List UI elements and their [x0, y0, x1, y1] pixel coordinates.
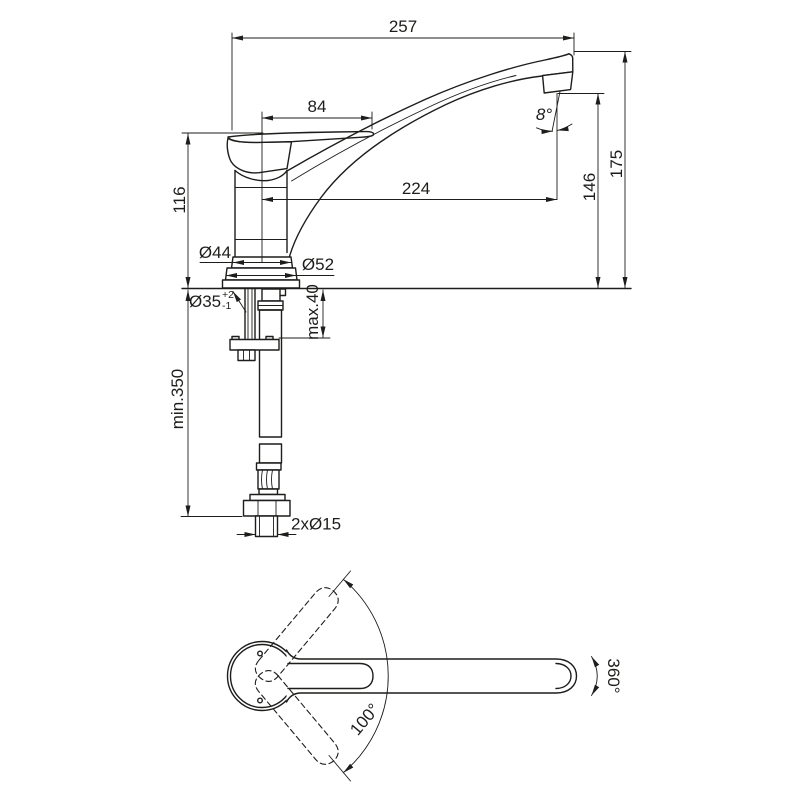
dim-handle-length: 84 [308, 97, 327, 116]
dim-counter-thickness: max.40 [303, 284, 322, 340]
spout-lower-edge [288, 75, 543, 258]
dim-handle-swivel: 100° [346, 700, 383, 739]
base-plate [224, 267, 298, 281]
aerator-block [541, 71, 574, 94]
threaded-shank [244, 288, 256, 341]
side-view: 257 84 224 8° 146 175 116 [168, 17, 632, 538]
spout-plan-inner-cap [555, 662, 572, 690]
cap-screw-dot-upper [257, 650, 264, 657]
dim-spout-rotation: 360° [604, 658, 623, 693]
dim-outlet-height: 146 [580, 173, 599, 201]
compression-nut-upper [249, 493, 286, 502]
dim-hole-tol-upper: +2 [222, 289, 234, 301]
dim-body-height: 116 [170, 186, 189, 213]
dim-total-height: 175 [607, 150, 626, 178]
swivel-extension-lower [328, 755, 351, 782]
braided-hose-upper [258, 309, 283, 438]
braided-hose-lower [258, 443, 283, 464]
spout-highlight [291, 75, 517, 182]
spout-head [541, 53, 574, 77]
below-deck-assembly [229, 288, 291, 538]
dim-base-diameter: Ø52 [302, 255, 334, 274]
lever-position-upper-dashed [254, 587, 339, 682]
base-ring [221, 279, 301, 289]
body-collar [234, 169, 288, 182]
top-view: 100° 360° [226, 570, 623, 782]
dim-supply-pipes: 2xØ15 [291, 515, 341, 534]
hose-neck [261, 288, 281, 302]
spout-upper-edge [286, 53, 570, 172]
dim-spout-reach: 224 [402, 179, 430, 198]
dim-hole-diameter: Ø35 [189, 292, 221, 311]
compression-nut [242, 499, 291, 517]
dim-aerator-angle: 8° [536, 105, 552, 124]
lever-plan-outline [287, 662, 374, 690]
dim-body-diameter: Ø44 [199, 243, 231, 262]
lever-position-lower-dashed [254, 670, 339, 765]
hose-end-fitting [242, 462, 291, 538]
mounting-bracket [229, 335, 280, 362]
dimension-annotations: 257 84 224 8° 146 175 116 [168, 17, 632, 537]
dim-hole-tol-lower: -1 [222, 300, 231, 312]
handle-cap [226, 137, 293, 174]
rotation-arc [591, 656, 600, 696]
pipe-stub [254, 515, 279, 538]
cap-screw-dot-lower [257, 697, 264, 704]
dim-overall-length: 257 [389, 17, 417, 36]
bracket-nut [237, 349, 256, 362]
dim-hose-clearance: min.350 [168, 369, 187, 429]
faucet-outline [221, 53, 574, 289]
swivel-arc [342, 578, 389, 774]
swivel-extension-upper [328, 570, 351, 597]
